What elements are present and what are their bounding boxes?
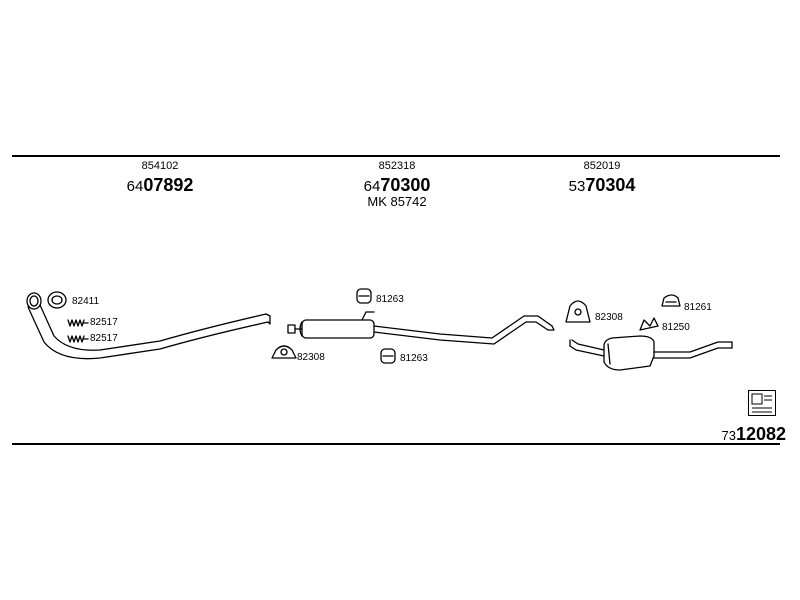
diagram-code-main: 12082 [735,424,786,444]
diagram-symbol-frame [748,390,776,416]
label-mid-rubber-bottom: 81263 [400,353,428,364]
mid-pipe-clamp-icon [271,345,297,359]
section3-part-prefix: 53 [568,178,586,195]
section2-mk-number: MK 85742 [367,194,427,209]
rear-rubber-mount-top-icon [661,294,681,307]
section1-reference-number: 854102 [141,160,179,172]
spring-bolt-icon-1 [67,319,89,327]
label-mid-rubber-top: 81263 [376,294,404,305]
rear-silencer [569,335,733,371]
section2-reference-number: 852318 [378,160,416,172]
label-mid-clamp: 82308 [297,352,325,363]
label-rear-rubber-bottom: 81250 [662,322,690,333]
label-front-spring-2: 82517 [90,333,118,344]
front-pipe [26,292,271,360]
diagram-code-prefix: 73 [721,428,736,443]
rear-pipe-clamp-icon [565,300,591,323]
mid-rubber-mount-top-icon [356,288,372,304]
label-front-spring-1: 82517 [90,317,118,328]
bottom-divider-line [12,443,780,445]
front-ring-gasket-icon [47,291,67,309]
spring-bolt-icon-2 [67,335,89,343]
section2-part-main: 70300 [380,175,431,195]
section1-part-number: 6407892 [90,175,230,196]
section1-part-main: 07892 [143,175,194,195]
section3-part-number: 5370304 [532,175,672,196]
mid-rubber-mount-bottom-icon [380,348,396,364]
top-divider-line [12,155,780,157]
diagram-symbol-icon [751,393,772,413]
section3-reference-number: 852019 [583,160,621,172]
section1-part-prefix: 64 [126,178,144,195]
diagram-code: 7312082 [721,424,786,445]
section2-part-number: 6470300 [327,175,467,196]
section3-part-main: 70304 [585,175,636,195]
label-rear-clamp: 82308 [595,312,623,323]
section2-part-prefix: 64 [363,178,381,195]
label-rear-rubber-top: 81261 [684,302,712,313]
label-front-ring: 82411 [72,296,100,307]
rear-rubber-mount-bottom-icon [639,317,659,331]
middle-silencer [287,311,555,345]
